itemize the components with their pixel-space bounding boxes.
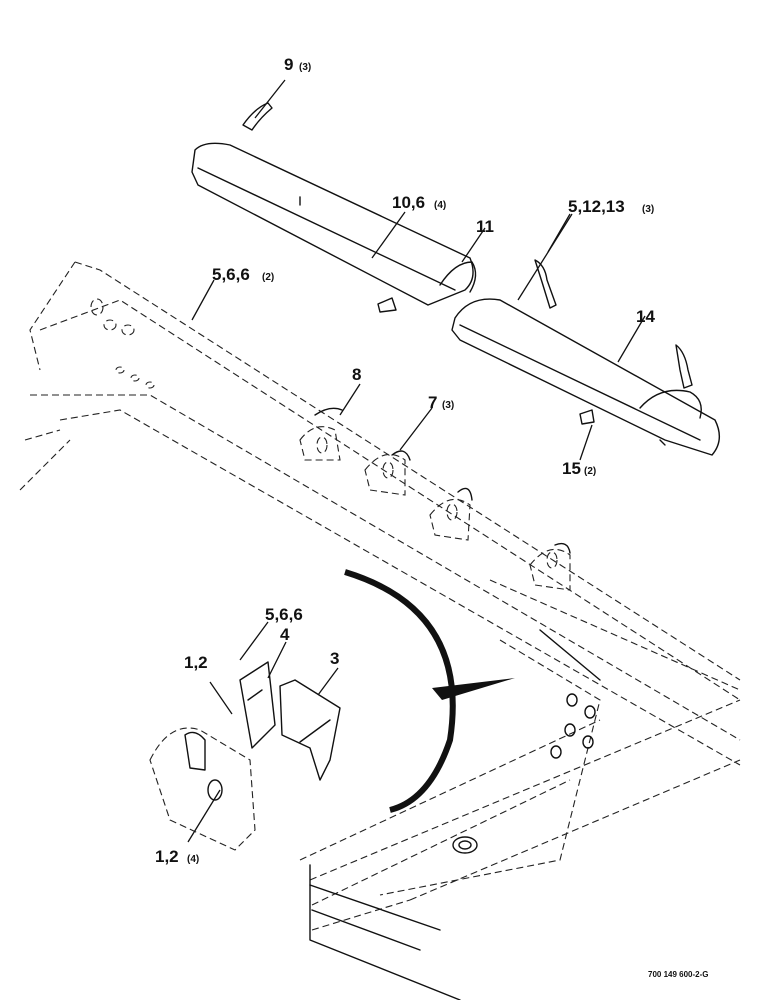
callout-4: 4	[280, 625, 290, 644]
callout-quantity: (2)	[584, 466, 596, 477]
callout-quantity: (4)	[434, 200, 446, 211]
callout-14: 14	[636, 307, 655, 326]
callout-number: 1,2	[184, 653, 208, 672]
callout-number: 5,6,6	[265, 605, 303, 624]
shield-11	[191, 142, 477, 306]
detail-arc	[344, 569, 456, 813]
callout-1-2-lower: 1,2 (4)	[155, 847, 199, 866]
leader-lines	[187, 79, 646, 843]
callout-quantity: (3)	[642, 204, 654, 215]
callout-number: 1,2	[155, 847, 179, 866]
callout-3: 3	[330, 649, 339, 668]
callout-number: 11	[476, 217, 494, 236]
callout-quantity: (3)	[299, 62, 311, 73]
bracket-3	[279, 679, 341, 781]
callout-number: 4	[280, 625, 290, 644]
callout-number: 5,12,13	[568, 197, 625, 216]
frame-holes	[90, 298, 596, 854]
callout-15: 15 (2)	[562, 459, 596, 478]
callout-5-6-6-top: 5,6,6 (2)	[212, 265, 274, 284]
callout-5-12-13: 5,12,13 (3)	[568, 197, 654, 216]
callout-7: 7 (3)	[428, 393, 454, 412]
callout-11: 11	[476, 217, 494, 236]
hardware	[242, 102, 693, 554]
beam-brackets	[299, 426, 571, 591]
callout-quantity: (4)	[187, 854, 199, 865]
mount-plate	[149, 727, 256, 851]
detail-pointer	[432, 678, 515, 700]
callout-number: 9	[284, 55, 293, 74]
callout-number: 14	[636, 307, 655, 326]
bracket-4	[239, 661, 276, 749]
callout-number: 10,6	[392, 193, 425, 212]
callout-number: 5,6,6	[212, 265, 250, 284]
callout-8: 8	[352, 365, 361, 384]
callout-1-2-upper: 1,2	[184, 653, 208, 672]
callout-quantity: (3)	[442, 400, 454, 411]
callout-number: 7	[428, 393, 437, 412]
figure-id: 700 149 600-2-G	[648, 970, 709, 979]
callout-10-6: 10,6 (4)	[392, 193, 446, 212]
callout-number: 3	[330, 649, 339, 668]
callout-number: 15	[562, 459, 581, 478]
callout-number: 8	[352, 365, 361, 384]
shield-14	[451, 298, 720, 456]
callout-9: 9 (3)	[284, 55, 311, 74]
callout-quantity: (2)	[262, 272, 274, 283]
callout-5-6-6-detail: 5,6,6	[265, 605, 303, 624]
header-frame	[19, 261, 741, 1000]
